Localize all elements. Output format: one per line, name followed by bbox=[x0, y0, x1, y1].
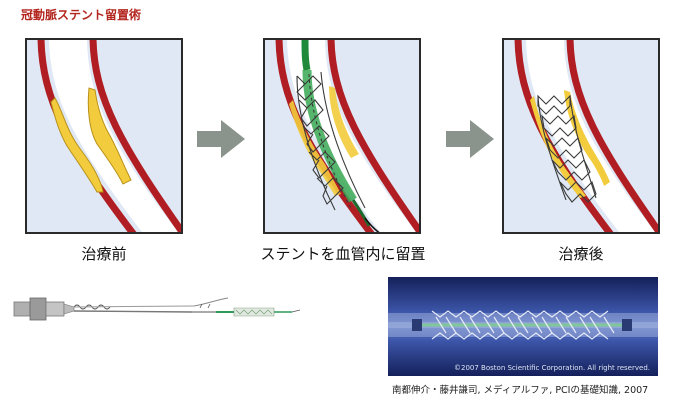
photo-copyright: ©2007 Boston Scientific Corporation. All… bbox=[454, 364, 650, 372]
caption-after-treatment: 治療後 bbox=[558, 245, 604, 263]
source-citation: 南都伸介・藤井謙司, メディアルファ, PCIの基礎知識, 2007 bbox=[392, 385, 649, 396]
page-title: 冠動脈ステント留置術 bbox=[21, 8, 142, 22]
balloon-catheter bbox=[301, 40, 380, 232]
plaque-left bbox=[50, 97, 104, 193]
stent-mesh bbox=[296, 71, 366, 211]
panel-before-treatment bbox=[25, 38, 183, 234]
stent-delivery-catheter bbox=[13, 297, 301, 321]
plaque-left bbox=[289, 100, 341, 196]
stent-photo: ©2007 Boston Scientific Corporation. All… bbox=[388, 277, 658, 376]
vessel-illustration bbox=[514, 40, 658, 232]
panel-stent-placement bbox=[263, 38, 421, 234]
arrow-right-icon bbox=[446, 120, 494, 158]
plaque-right bbox=[329, 86, 359, 158]
vessel-illustration bbox=[275, 40, 419, 232]
caption-before-treatment: 治療前 bbox=[81, 245, 127, 263]
caption-stent-placement: ステントを血管内に留置 bbox=[260, 245, 426, 263]
plaque-right bbox=[564, 90, 610, 186]
plaque-left bbox=[530, 96, 586, 198]
panel-after-treatment bbox=[502, 38, 660, 234]
stent-mesh bbox=[537, 94, 597, 203]
arrow-right-icon bbox=[197, 120, 245, 158]
plaque-right bbox=[87, 87, 132, 185]
vessel-illustration bbox=[37, 40, 181, 232]
